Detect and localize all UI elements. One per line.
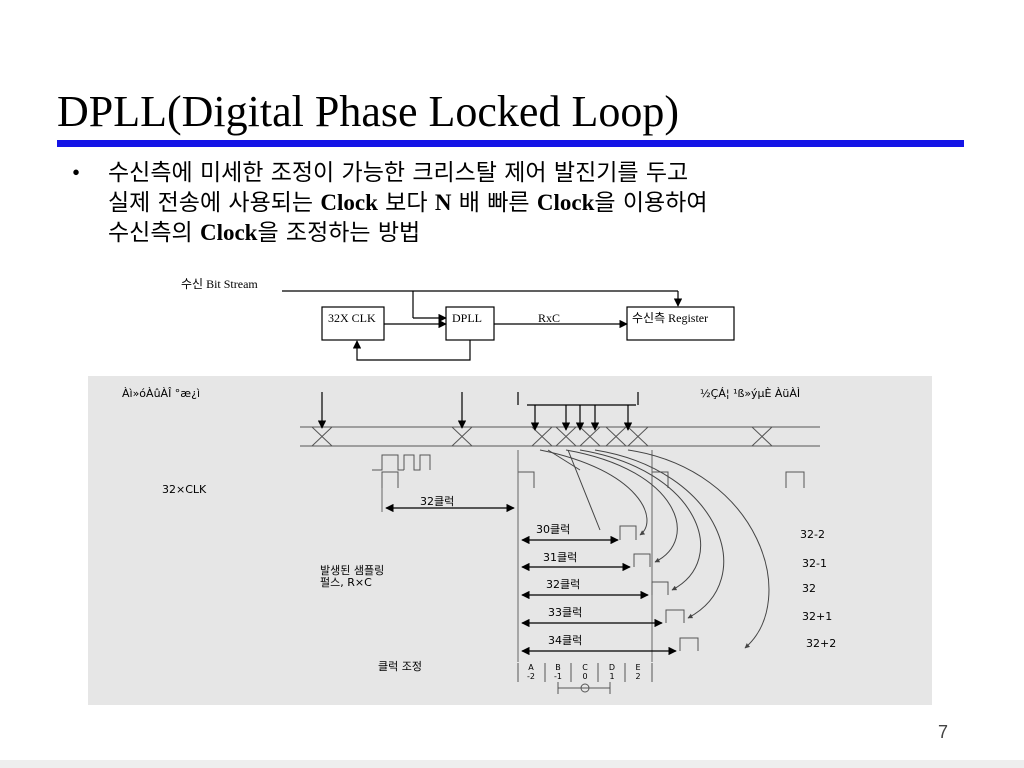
region-letter-4: E <box>635 663 640 672</box>
bullet-line-3-clock: Clock <box>199 220 258 245</box>
bullet-line-2-clock-1: Clock <box>320 190 378 215</box>
row-count-4: 34클럭 <box>548 634 582 647</box>
center-marker <box>580 683 590 693</box>
region-letter-2: C <box>582 663 588 672</box>
row-count-2: 32클럭 <box>546 578 580 591</box>
bullet-line-2-part-g: 을 이용하여 <box>594 190 708 216</box>
region-labels: A -2 B -1 C 0 D 1 E 2 <box>527 663 641 681</box>
region-offset-2: 0 <box>582 672 587 681</box>
transition-arrows <box>317 392 639 431</box>
row-tag-1: 32-1 <box>802 557 827 570</box>
bottom-bar <box>0 760 1024 768</box>
bullet-line-3: 수신측의 Clock을 조정하는 방법 <box>108 218 908 248</box>
row-tags: 32-2 32-1 32 32+1 32+2 <box>800 528 836 650</box>
title-underline <box>57 140 964 147</box>
adjust-label: 클럭 조정 <box>378 660 422 673</box>
row-count-3: 33클럭 <box>548 606 582 619</box>
region-letter-0: A <box>528 663 534 672</box>
dpll-box-label: DPLL <box>452 311 482 325</box>
bullet-text: 수신측에 미세한 조정이 가능한 크리스탈 제어 발진기를 두고 실제 전송에 … <box>108 158 908 248</box>
row-tag-2: 32 <box>802 582 816 595</box>
bullet-line-1: 수신측에 미세한 조정이 가능한 크리스탈 제어 발진기를 두고 <box>108 160 689 186</box>
region-letter-1: B <box>555 663 561 672</box>
feedback-arrow <box>352 340 471 361</box>
bullet-line-2-clock-2: Clock <box>536 190 595 215</box>
curved-arrows <box>539 449 770 649</box>
region-offset-3: 1 <box>609 672 614 681</box>
timing-diagram-background <box>88 376 932 705</box>
bullet-line-2: 실제 전송에 사용되는 Clock 보다 N 배 빠른 Clock을 이용하여 <box>108 188 908 218</box>
page-number: 7 <box>938 722 949 742</box>
timing-diagram: Àì»óÀûÀÎ °æ¿ì ½ÇÁ¦ ¹ß»ýµÈ ÀüÀÌ <box>88 376 932 705</box>
region-letter-3: D <box>609 663 615 672</box>
block-diagram: 수신 Bit Stream 32X CLK DPLL 수신측 Register … <box>181 277 735 361</box>
row-arrows <box>521 535 677 656</box>
row-count-0: 30클럭 <box>536 523 570 536</box>
pulse-label-line-1: 발생된 샘플링 <box>320 564 384 577</box>
region-dividers <box>517 663 653 694</box>
clk-label: 32×CLK <box>162 483 207 496</box>
row-count-labels: 30클럭 31클럭 32클럭 33클럭 34클럭 <box>536 523 582 647</box>
count-main-label: 32클럭 <box>420 495 454 508</box>
register-box <box>626 306 735 341</box>
input-label: 수신 Bit Stream <box>181 277 258 291</box>
register-box-label: 수신측 Register <box>632 311 708 325</box>
bullet-line-2-part-e: 배 빠른 <box>451 190 537 216</box>
region-offset-0: -2 <box>527 672 535 681</box>
row-count-1: 31클럭 <box>543 551 577 564</box>
bullet-line-2-n: N <box>434 190 452 215</box>
rxc-label: RxC <box>538 311 560 325</box>
region-offset-1: -1 <box>554 672 562 681</box>
row-tag-4: 32+2 <box>806 637 836 650</box>
slide-title: DPLL(Digital Phase Locked Loop) <box>57 87 679 136</box>
pulse-label-line-2: 펄스, R×C <box>320 576 372 589</box>
top-left-label: Àì»óÀûÀÎ °æ¿ì <box>122 387 200 400</box>
top-right-label: ½ÇÁ¦ ¹ß»ýµÈ ÀüÀÌ <box>700 387 800 400</box>
region-offset-4: 2 <box>635 672 640 681</box>
row-tag-3: 32+1 <box>802 610 832 623</box>
data-stream <box>300 426 820 447</box>
bullet-line-3-part-a: 수신측의 <box>108 220 200 246</box>
rxc-pulses <box>619 525 699 651</box>
clk-box-label: 32X CLK <box>328 311 376 325</box>
row-tag-0: 32-2 <box>800 528 825 541</box>
bullet-line-2-part-a: 실제 전송에 사용되는 <box>108 190 321 216</box>
bullet-line-2-part-c: 보다 <box>377 190 435 216</box>
bullet-marker: • <box>72 160 81 185</box>
bullet-line-3-part-c: 을 조정하는 방법 <box>257 220 421 246</box>
